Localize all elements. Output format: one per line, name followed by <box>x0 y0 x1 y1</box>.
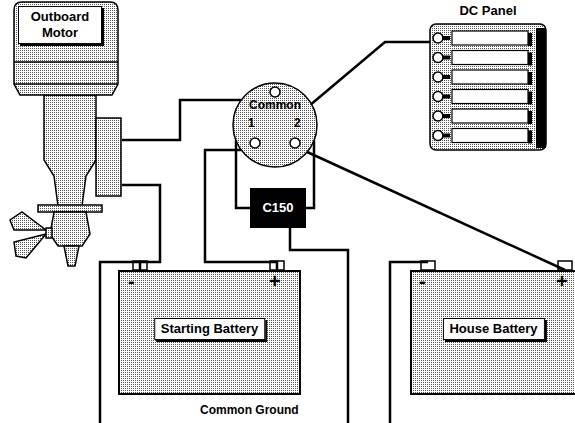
switch-knob <box>433 131 443 141</box>
switch-slot <box>452 109 528 123</box>
switch-shadow <box>528 72 532 85</box>
motor-leg <box>44 95 96 206</box>
switch-knob <box>433 72 443 82</box>
terminal <box>250 138 260 148</box>
propeller-shaft <box>46 228 52 238</box>
outboard-motor <box>10 2 121 266</box>
node-label: Common <box>233 98 317 112</box>
terminal-sign: + <box>269 270 281 292</box>
switch-knob <box>433 111 443 121</box>
battery-switch: Common 1 2 <box>233 83 317 167</box>
propeller-blade <box>10 212 46 230</box>
node-label: House Battery <box>442 318 544 340</box>
terminal-number: 1 <box>248 116 255 130</box>
dc-panel: DC Panel <box>430 0 546 150</box>
switch-slot <box>452 90 528 104</box>
terminal-sign: + <box>556 270 568 292</box>
cavitation-plate <box>38 205 102 212</box>
switch-slot <box>452 31 528 45</box>
terminal-number: 2 <box>294 116 301 130</box>
switch-stem <box>442 36 450 40</box>
node-label: Starting Battery <box>154 318 266 340</box>
switch-stem <box>442 95 450 99</box>
motor-bracket <box>96 118 121 196</box>
terminal-sign: - <box>419 270 426 292</box>
switch-shadow <box>528 33 532 46</box>
wire <box>236 141 250 208</box>
switch-body <box>233 83 317 167</box>
node-label: C150 <box>262 200 293 216</box>
wire <box>122 185 160 270</box>
switch-slot <box>452 51 528 65</box>
c150-module: C150 <box>250 188 306 228</box>
switch-shadow <box>528 53 532 66</box>
switch-stem <box>442 134 450 138</box>
switch-slot <box>452 129 528 143</box>
motor-cowling <box>14 2 118 95</box>
node-label: DC Panel <box>430 3 546 19</box>
terminal <box>290 138 300 148</box>
wire <box>311 42 430 104</box>
panel-switches <box>433 31 532 144</box>
ground-wires <box>100 228 428 423</box>
ground-label: Common Ground <box>200 403 299 417</box>
switch-knob <box>433 33 443 43</box>
switch-knob <box>433 92 443 102</box>
terminal-sign: - <box>128 270 135 292</box>
skeg <box>64 246 79 266</box>
panel-plate <box>430 24 546 150</box>
switch-slot <box>452 70 528 84</box>
cowling-seam <box>14 62 118 84</box>
motor-illustration: Outboard Motor <box>0 0 122 265</box>
switch-stem <box>442 114 450 118</box>
switch-shadow <box>528 92 532 105</box>
wire <box>122 100 241 140</box>
gear-case <box>50 212 90 246</box>
propeller-blade <box>14 234 46 258</box>
switch-knob <box>433 53 443 63</box>
dc-panel <box>430 24 546 150</box>
switch-shadow <box>528 131 532 144</box>
battery-switch <box>233 83 317 167</box>
node-label: Outboard Motor <box>18 6 102 44</box>
house-battery: House Battery <box>410 270 575 395</box>
switch-shadow <box>528 111 532 124</box>
terminal <box>270 87 280 97</box>
wire <box>307 152 565 270</box>
switch-stem <box>442 56 450 60</box>
wire <box>306 141 314 208</box>
battery-posts <box>133 261 572 270</box>
panel-shadow <box>536 28 546 148</box>
switch-stem <box>442 75 450 79</box>
